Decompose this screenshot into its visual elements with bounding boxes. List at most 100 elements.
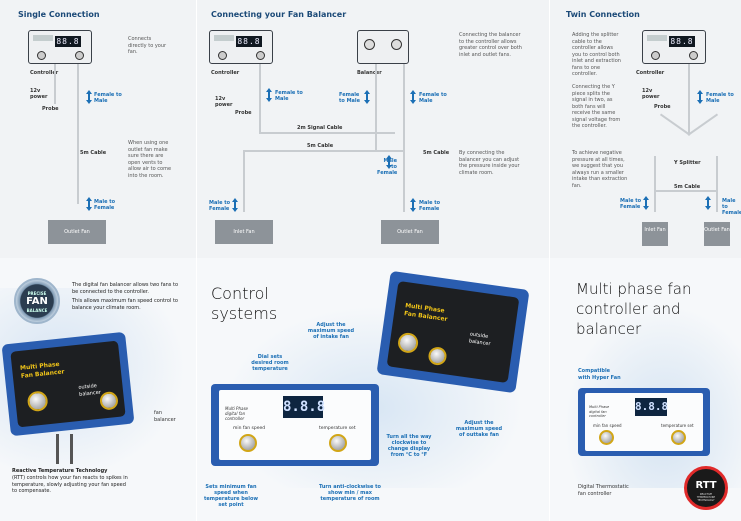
device-cables-2 [70,434,73,464]
title-line-1: Multi phase fan [576,280,692,298]
caption-fan-controller: fan controller [578,491,612,497]
arrow-female-to-male [266,88,272,102]
callout-anticlockwise: Turn anti-clockwise to show min / max te… [319,484,381,502]
controller-display: 8.8.8 [635,398,668,416]
min-speed-knob-icon[interactable] [239,434,257,452]
balancer-knob-left-icon [26,390,49,413]
controller-face: Multi Phase digital fan controller 8.8.8… [219,390,371,460]
arrow-male-to-female-2 [410,198,416,212]
callout-outtake: Adjust the maximum speed of outtake fan [455,420,503,438]
fan-balancer-device: Multi Phase Fan Balancer outside balance… [1,331,135,437]
note-negative-pressure: To achieve negative pressure at all time… [572,150,628,189]
controller-face: Multi Phase digital fan controller 8.8.8… [585,393,703,451]
note-adjust-pressure: By connecting the balancer you can adjus… [459,150,520,176]
arrow-male-to-female [232,198,238,212]
power-label: 12v power [30,88,48,100]
outtake-knob-icon [427,345,448,367]
probe-label: Probe [235,110,252,116]
male-to-female-label: Male to Female [620,198,642,210]
controller-display: 88.8 [669,36,695,47]
signal-cable [259,132,395,134]
section-product-title: Multi phase fan controller and balancer … [550,258,741,521]
controller-diagram: 88.8 [28,30,92,64]
section-balancer-feature: PRECISE FAN BALANCE The digital fan bala… [0,258,196,521]
temperature-knob-icon[interactable] [671,430,686,445]
controller-label-plate [33,35,53,41]
device-cables [56,434,59,464]
badge-line-3: BALANCE [26,308,48,313]
panel-twin-connection: Twin Connection Adding the splitter cabl… [550,0,741,258]
arrow-male-to-female [643,196,649,210]
note-y-piece: Connecting the Y piece splits the signal… [572,84,621,129]
balancer-label: Balancer [357,70,382,76]
panel-heading: Connecting your Fan Balancer [211,10,347,19]
arrow-male-to-female-2 [705,196,711,210]
controller-label-plate [647,35,667,41]
cable-bridge [654,190,716,192]
outlet-fan-box: Outlet Fan [381,220,439,244]
cable-label: 5m Cable [80,150,107,156]
temperature-set-label: temperature set [319,426,356,431]
controller-label-plate [214,35,234,41]
controller-model-label: Multi Phase digital fan controller [589,405,610,418]
arrow-female-to-male [697,90,703,104]
cable-inlet-vertical [243,150,245,212]
balancer-knob-left [364,39,375,50]
balancer-diagram [357,30,409,64]
cable-main [77,64,79,204]
controller-label: Controller [30,70,59,76]
cable-split-left [659,113,691,136]
female-to-male-label-3: Female to Male [419,92,447,104]
cable-label-2: 5m Cable [423,150,450,156]
callout-min-speed: Sets minimum fan speed when temperature … [203,484,259,508]
callout-clockwise: Turn all the way clockwise to change dis… [386,434,432,458]
power-label: 12v power [642,88,660,100]
caption-digital-thermostatic: Digital Thermostatic [578,484,629,490]
caption-balancer: balancer [154,417,176,423]
precise-fan-balance-badge: PRECISE FAN BALANCE [14,278,60,324]
controller-diagram: 88.8 [209,30,273,64]
title-line-3: balancer [576,320,642,338]
balancer-control-text: This allows maximum fan speed control to… [72,298,178,311]
male-to-female-label: Male to Female [209,200,231,212]
callout-intake: Adjust the maximum speed of intake fan [307,322,355,340]
cable-balancer-right [403,64,405,212]
power-label: 12v power [215,96,233,108]
title-line-2: controller and [576,300,681,318]
male-to-female-label-2: Male to Female [722,198,741,216]
controller-display: 88.8 [236,36,262,47]
inlet-fan-box: Inlet Fan [215,220,273,244]
controller-diagram: 88.8 [642,30,706,64]
cable-main [688,64,690,134]
digital-controller-device: Multi Phase digital fan controller 8.8.8… [578,388,710,456]
signal-cable-label: 2m Signal Cable [297,125,343,131]
badge-line-1: PRECISE [27,291,47,296]
arrow-male-to-female [86,197,92,211]
cable-controller [259,64,261,134]
female-to-male-label: Female to Male [706,92,734,104]
rtt-description: (RTT) controls how your fan reacts to sp… [12,475,128,494]
section-control-systems: Control systems Multi Phase Fan Balancer… [197,258,549,521]
arrow-female-to-male-3 [410,90,416,104]
controller-label: Controller [636,70,665,76]
temperature-knob-icon[interactable] [329,434,347,452]
controller-display: 8.8.8 [283,396,325,418]
outlet-fan-box: Outlet Fan [48,220,106,244]
device-side-2: balancer [78,389,102,398]
min-speed-knob-icon[interactable] [599,430,614,445]
panel-single-connection: Single Connection 88.8 Controller Connec… [0,0,196,258]
fan-balancer-body: Multi Phase Fan Balancer outside balance… [10,340,126,428]
temperature-set-label: temperature set [661,423,694,428]
probe-label: Probe [654,104,671,110]
cable-label: 5m Cable [674,184,701,190]
female-to-male-label: Female to Male [94,92,122,104]
title-control: Control [211,284,269,303]
cable-split-right [687,113,719,136]
callout-dial: Dial sets desired room temperature [251,354,289,372]
female-to-male-label: Female to Male [275,90,303,102]
arrow-female-to-male-2 [364,90,370,104]
controller-display: 88.8 [55,36,81,47]
note-greater-control: Connecting the balancer to the controlle… [459,32,522,58]
note-connects: Connects directly to your fan. [128,36,167,55]
